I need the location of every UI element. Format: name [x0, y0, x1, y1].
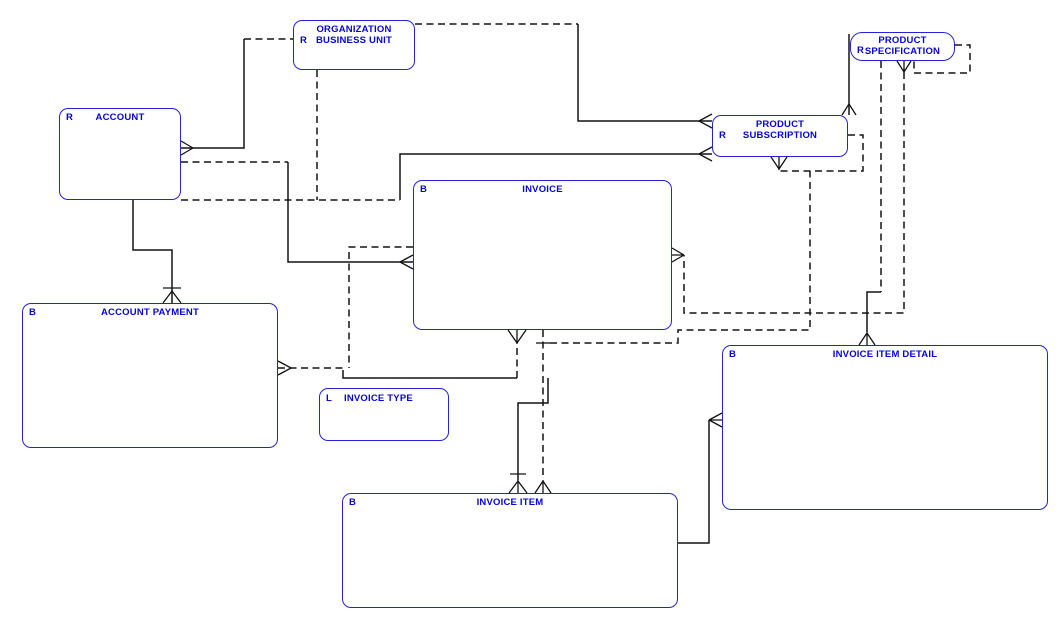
relationship-line[interactable] [517, 378, 549, 480]
entity-invoice[interactable]: B INVOICE [413, 180, 672, 330]
relationship-line-optional[interactable] [683, 72, 905, 314]
rel-invoice-invoice-item-identifying[interactable] [508, 378, 549, 494]
entity-product-specification[interactable]: R PRODUCT SPECIFICATION [850, 32, 955, 61]
crow-foot-icon [770, 156, 788, 170]
rel-account-invoice[interactable] [181, 161, 414, 270]
rel-product-spec-invoice[interactable] [671, 60, 912, 314]
relationship-line[interactable] [399, 153, 712, 200]
rel-invoice-invoice-item-secondary[interactable] [534, 330, 552, 494]
entity-prefix: R [300, 35, 308, 46]
relationship-line[interactable] [132, 200, 173, 303]
relationship-line[interactable] [577, 24, 712, 122]
entity-title: ACCOUNT PAYMENT [100, 307, 199, 318]
entity-prefix: B [729, 349, 737, 360]
entity-title: INVOICE TYPE [344, 393, 413, 404]
crow-foot-icon [180, 140, 194, 156]
relationship-line[interactable] [181, 39, 245, 149]
crow-foot-icon [399, 254, 414, 270]
crow-foot-icon [896, 60, 912, 73]
rel-org-business-unit-subscription[interactable] [415, 23, 713, 129]
crow-foot-icon [841, 103, 857, 116]
entity-product-subscription[interactable]: R PRODUCT SUBSCRIPTION [712, 115, 848, 157]
entity-title: PRODUCT SUBSCRIPTION [742, 119, 818, 141]
entity-title: ORGANIZATION BUSINESS UNIT [316, 24, 392, 46]
crow-foot-icon [708, 412, 723, 428]
crow-foot-mandatory-icon [162, 287, 182, 304]
crow-foot-icon [671, 247, 685, 263]
rel-account-product-subscription[interactable] [181, 146, 713, 201]
crow-foot-icon [698, 146, 713, 162]
relationship-line-optional[interactable] [779, 134, 864, 172]
relationship-line-optional[interactable] [348, 246, 413, 368]
rel-product-spec-invoice-item-detail[interactable] [858, 61, 882, 346]
rel-account-account-payment[interactable] [132, 200, 182, 304]
entity-invoice-item[interactable]: B INVOICE ITEM [342, 493, 678, 608]
entity-invoice-type[interactable]: L INVOICE TYPE [319, 388, 449, 441]
entity-prefix: B [420, 184, 428, 195]
crow-foot-icon [277, 360, 292, 376]
entity-account[interactable]: R ACCOUNT [59, 108, 181, 200]
crow-foot-icon [507, 329, 527, 344]
rel-invoice-account-payment-alt[interactable] [348, 246, 413, 368]
entity-prefix: B [349, 497, 357, 508]
relationship-line[interactable] [866, 291, 881, 332]
entity-prefix: R [857, 45, 865, 56]
entity-title: ACCOUNT [95, 112, 145, 123]
entity-prefix: B [29, 307, 37, 318]
entity-title: PRODUCT SPECIFICATION [864, 35, 941, 57]
rel-product-subscription-self[interactable] [770, 134, 864, 172]
entity-org-business-unit[interactable]: R ORGANIZATION BUSINESS UNIT [293, 20, 415, 70]
entity-title: INVOICE [522, 184, 563, 195]
entity-prefix: L [326, 393, 333, 404]
crow-foot-icon [858, 332, 876, 346]
rel-account-org-business-unit[interactable] [180, 38, 293, 156]
entity-prefix: R [719, 130, 727, 141]
crow-foot-icon [698, 113, 713, 129]
entity-prefix: R [66, 112, 74, 123]
entity-title: INVOICE ITEM [476, 497, 544, 508]
relationship-line-optional[interactable] [550, 171, 811, 344]
crow-foot-mandatory-icon [508, 473, 528, 494]
entity-invoice-item-detail[interactable]: B INVOICE ITEM DETAIL [722, 345, 1048, 510]
entity-account-payment[interactable]: B ACCOUNT PAYMENT [22, 303, 278, 448]
entity-title: INVOICE ITEM DETAIL [832, 349, 938, 360]
rel-invoice-item-detail-link[interactable] [678, 412, 723, 544]
relationship-line[interactable] [342, 370, 517, 379]
rel-product-spec-subscription[interactable] [841, 34, 857, 116]
relationship-line[interactable] [287, 162, 413, 263]
rel-invoice-product-subscription[interactable] [550, 171, 811, 344]
relationship-line[interactable] [678, 420, 710, 544]
crow-foot-icon [534, 480, 552, 494]
rel-account-payment-invoice[interactable] [277, 329, 527, 379]
